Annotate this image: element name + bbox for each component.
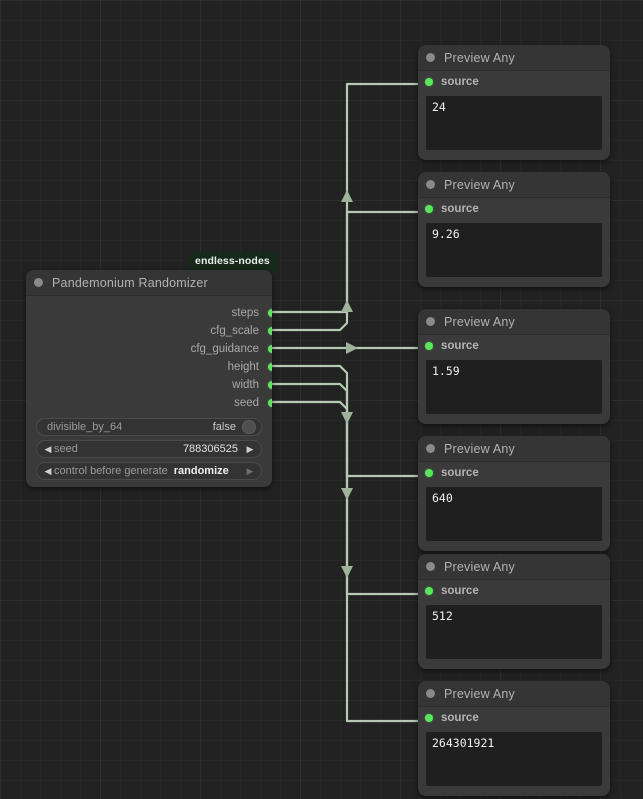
input-slot-source[interactable]: source <box>418 71 610 93</box>
input-slot-source[interactable]: source <box>418 335 610 357</box>
widget-value: false <box>212 421 236 433</box>
wire-seed <box>264 400 426 723</box>
input-port-dot-icon[interactable] <box>425 587 433 595</box>
input-slot-label: source <box>441 76 479 88</box>
output-port-dot-icon[interactable] <box>268 381 272 389</box>
node-preview-any-1[interactable]: Preview Any source 24 <box>418 45 610 160</box>
input-slot-label: source <box>441 203 479 215</box>
widget-control-before-generate[interactable]: ◀ control before generate randomize ▶ <box>36 462 262 480</box>
output-slot-label: seed <box>234 397 259 409</box>
node-preview-any-4[interactable]: Preview Any source 640 <box>418 436 610 551</box>
input-port-dot-icon[interactable] <box>425 205 433 213</box>
node-preview-any-6[interactable]: Preview Any source 264301921 <box>418 681 610 796</box>
output-port-dot-icon[interactable] <box>268 309 272 317</box>
input-port-dot-icon[interactable] <box>425 469 433 477</box>
widget-label: control before generate <box>54 465 168 477</box>
preview-value-text: 1.59 <box>426 360 602 414</box>
wire-width <box>264 382 426 596</box>
node-title: Pandemonium Randomizer <box>52 275 208 290</box>
node-title: Preview Any <box>444 177 515 192</box>
node-header[interactable]: Preview Any <box>418 309 610 335</box>
node-title: Preview Any <box>444 686 515 701</box>
node-pandemonium-randomizer[interactable]: Pandemonium Randomizer steps cfg_scale c… <box>26 270 272 487</box>
widget-divisible-by-64[interactable]: divisible_by_64 false <box>36 418 262 436</box>
output-slot-seed[interactable]: seed <box>26 394 272 412</box>
collapse-circle-icon[interactable] <box>426 689 435 698</box>
node-body: source 9.26 <box>418 198 610 287</box>
input-slot-source[interactable]: source <box>418 198 610 220</box>
node-header[interactable]: Preview Any <box>418 554 610 580</box>
collapse-circle-icon[interactable] <box>426 180 435 189</box>
chevron-left-icon[interactable]: ◀ <box>44 465 52 476</box>
output-slot-label: cfg_guidance <box>190 343 259 355</box>
node-title: Preview Any <box>444 441 515 456</box>
output-slot-label: cfg_scale <box>210 325 259 337</box>
input-port-dot-icon[interactable] <box>425 342 433 350</box>
node-title: Preview Any <box>444 314 515 329</box>
node-body: source 1.59 <box>418 335 610 424</box>
widget-value[interactable]: randomize <box>173 465 229 477</box>
output-slot-steps[interactable]: steps <box>26 304 272 322</box>
wire-height <box>264 364 426 478</box>
output-port-dot-icon[interactable] <box>268 399 272 407</box>
collapse-circle-icon[interactable] <box>426 53 435 62</box>
output-slot-label: width <box>232 379 259 391</box>
input-port-dot-icon[interactable] <box>425 78 433 86</box>
collapse-circle-icon[interactable] <box>34 278 43 287</box>
widget-list: divisible_by_64 false ◀ seed 788306525 ▶… <box>26 412 272 487</box>
node-header[interactable]: Pandemonium Randomizer <box>26 270 272 296</box>
widget-value[interactable]: 788306525 <box>182 443 238 455</box>
collapse-circle-icon[interactable] <box>426 317 435 326</box>
collapse-circle-icon[interactable] <box>426 444 435 453</box>
input-slot-label: source <box>441 340 479 352</box>
widget-seed[interactable]: ◀ seed 788306525 ▶ <box>36 440 262 458</box>
output-port-dot-icon[interactable] <box>268 363 272 371</box>
node-header[interactable]: Preview Any <box>418 172 610 198</box>
input-slot-label: source <box>441 467 479 479</box>
output-slot-list: steps cfg_scale cfg_guidance height widt… <box>26 296 272 412</box>
input-slot-source[interactable]: source <box>418 580 610 602</box>
output-slot-width[interactable]: width <box>26 376 272 394</box>
output-port-dot-icon[interactable] <box>268 345 272 353</box>
node-title: Preview Any <box>444 50 515 65</box>
node-header[interactable]: Preview Any <box>418 681 610 707</box>
node-preview-any-2[interactable]: Preview Any source 9.26 <box>418 172 610 287</box>
node-header[interactable]: Preview Any <box>418 45 610 71</box>
wire-steps <box>264 82 426 314</box>
input-slot-label: source <box>441 712 479 724</box>
node-body: source 512 <box>418 580 610 669</box>
preview-value-text: 9.26 <box>426 223 602 277</box>
output-slot-label: height <box>227 361 259 373</box>
widget-label: seed <box>54 443 78 455</box>
output-slot-label: steps <box>231 307 260 319</box>
widget-label: divisible_by_64 <box>47 421 123 433</box>
toggle-knob-icon[interactable] <box>242 420 256 434</box>
input-slot-label: source <box>441 585 479 597</box>
chevron-right-icon[interactable]: ▶ <box>246 443 254 454</box>
preview-value-text: 640 <box>426 487 602 541</box>
node-header[interactable]: Preview Any <box>418 436 610 462</box>
chevron-left-icon[interactable]: ◀ <box>44 443 52 454</box>
node-title: Preview Any <box>444 559 515 574</box>
node-pack-badge: endless-nodes <box>188 252 277 271</box>
preview-value-text: 512 <box>426 605 602 659</box>
chevron-right-icon[interactable]: ▶ <box>246 465 254 476</box>
preview-value-text: 24 <box>426 96 602 150</box>
input-slot-source[interactable]: source <box>418 462 610 484</box>
output-slot-cfg-scale[interactable]: cfg_scale <box>26 322 272 340</box>
node-body: source 640 <box>418 462 610 551</box>
output-port-dot-icon[interactable] <box>268 327 272 335</box>
node-body: source 24 <box>418 71 610 160</box>
node-preview-any-5[interactable]: Preview Any source 512 <box>418 554 610 669</box>
wire-direction-arrows <box>341 190 358 578</box>
collapse-circle-icon[interactable] <box>426 562 435 571</box>
preview-value-text: 264301921 <box>426 732 602 786</box>
wire-cfg-scale <box>264 210 426 332</box>
node-preview-any-3[interactable]: Preview Any source 1.59 <box>418 309 610 424</box>
node-body: source 264301921 <box>418 707 610 796</box>
output-slot-cfg-guidance[interactable]: cfg_guidance <box>26 340 272 358</box>
input-slot-source[interactable]: source <box>418 707 610 729</box>
output-slot-height[interactable]: height <box>26 358 272 376</box>
input-port-dot-icon[interactable] <box>425 714 433 722</box>
